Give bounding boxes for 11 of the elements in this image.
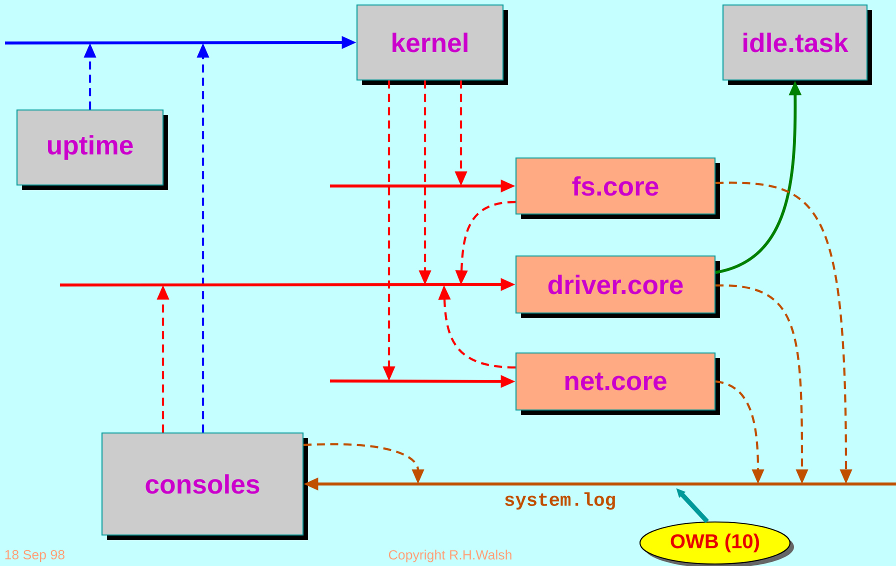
process-box: net.core (515, 352, 720, 415)
footer-text: 18 Sep 98 (5, 550, 64, 562)
callout-oval: OWB (10) (639, 521, 794, 566)
process-box: uptime (16, 109, 168, 190)
process-box: driver.core (515, 255, 720, 318)
process-box: kernel (356, 4, 508, 85)
process-box: consoles (101, 432, 308, 540)
footer-text: Copyright R.H.Walsh (388, 550, 512, 562)
process-box: fs.core (515, 157, 720, 219)
edge-label: system.log (502, 490, 618, 512)
process-box: idle.task (722, 4, 872, 85)
